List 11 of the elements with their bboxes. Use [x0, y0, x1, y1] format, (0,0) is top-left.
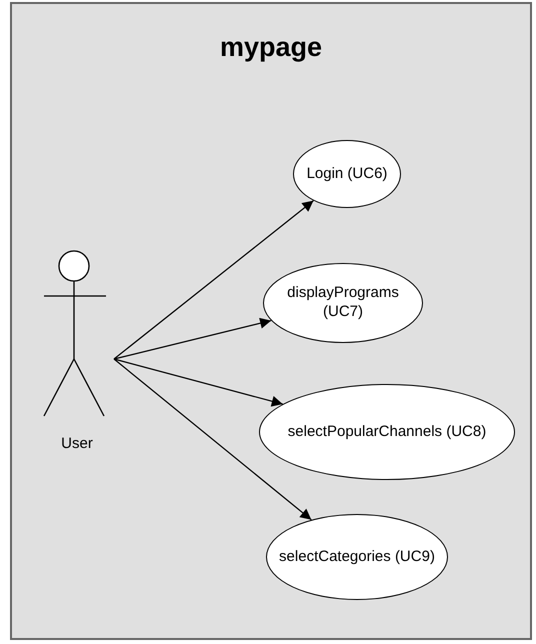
- association-arrow: [114, 200, 314, 360]
- association-arrow: [114, 358, 312, 520]
- association-arrow: [114, 358, 283, 407]
- system-boundary: [10, 2, 532, 640]
- use-case-label: Login (UC6): [306, 164, 388, 184]
- use-case-label: displayPrograms (UC7): [286, 284, 400, 322]
- actor-label: User: [60, 435, 94, 452]
- use-case-label: selectPopularChannels (UC8): [288, 422, 486, 442]
- use-case-label: selectCategories (UC9): [279, 548, 435, 566]
- system-title: mypage: [218, 32, 324, 63]
- association-arrow: [114, 318, 272, 360]
